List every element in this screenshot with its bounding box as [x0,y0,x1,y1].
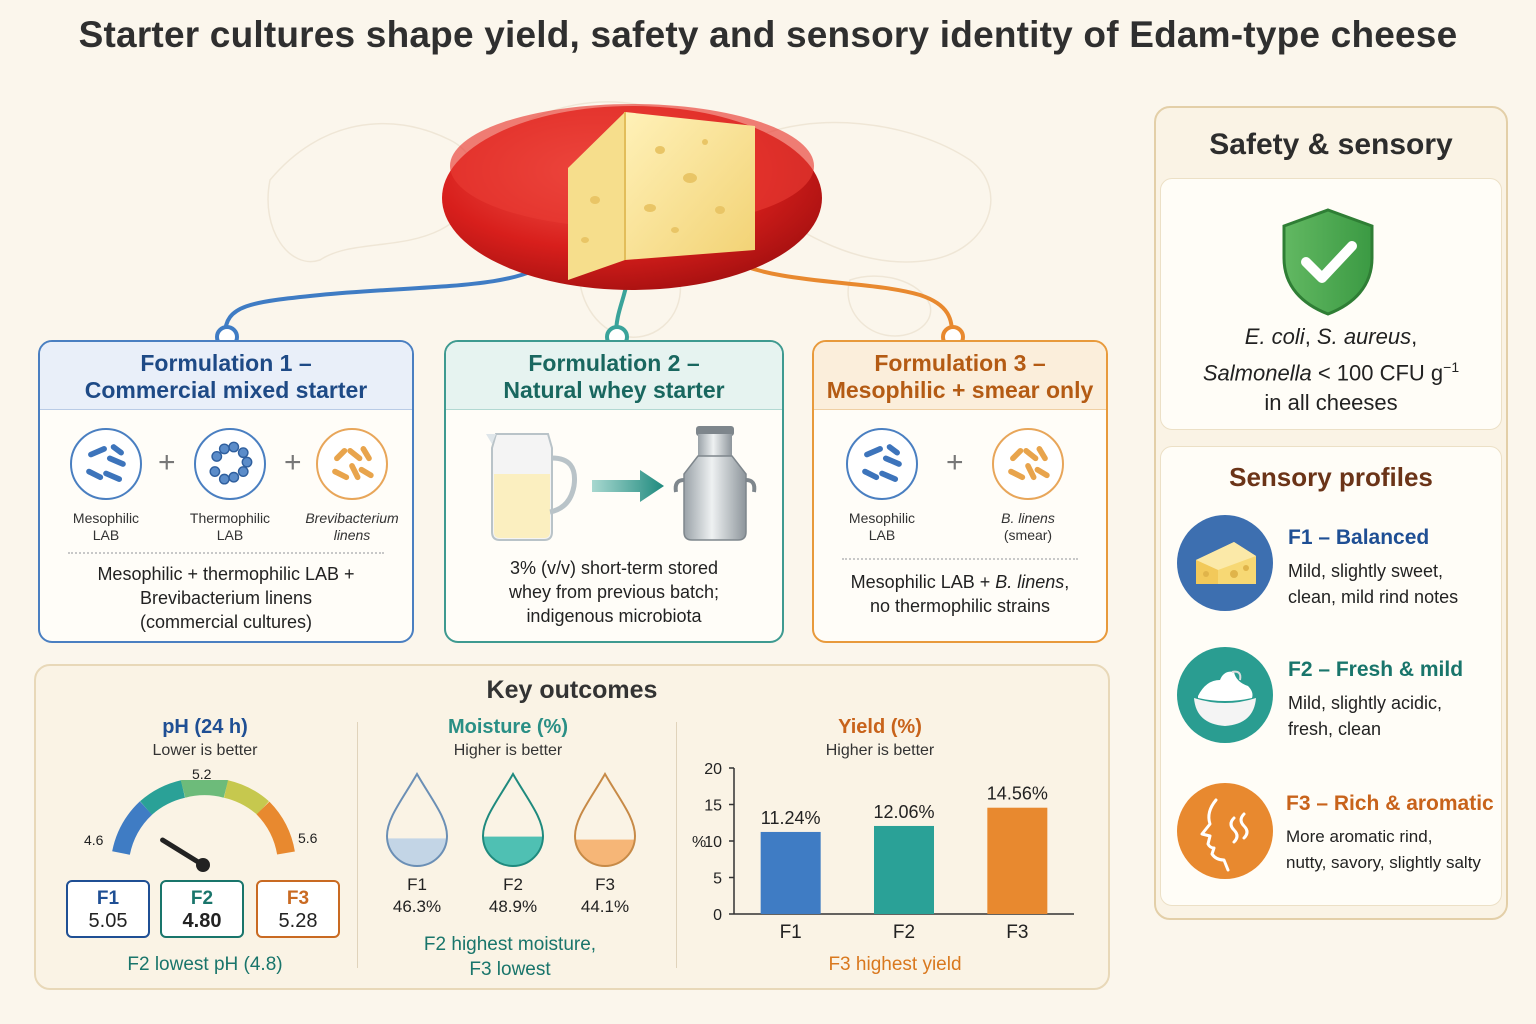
ph-gauge [112,780,295,872]
formulation-2-card: Formulation 2 – Natural whey starter 3% … [444,340,784,643]
moisture-drop-f3 [573,772,637,867]
orange-rods-icon [992,428,1064,500]
sensory-f1-description: Mild, slightly sweet, clean, mild rind n… [1288,561,1459,607]
milk-jug-icon [486,433,578,541]
y-tick-label: 20 [704,761,722,778]
cheese-illustration-with-connectors [223,104,954,336]
aroma-face-icon [1177,783,1273,879]
ph-title: pH (24 h) [162,716,248,738]
yield-note: F3 highest yield [828,954,962,975]
microbe-b-linens: B. linens (smear) [980,428,1076,544]
orange-rods-icon [316,428,388,500]
plus-sign: + [284,446,302,479]
bar-value-label: 14.56% [987,784,1048,804]
y-tick-label: 15 [704,798,722,815]
moisture-label-f2: F2 48.9% [488,875,538,916]
y-tick-label: 0 [713,907,722,924]
y-tick-label: 5 [713,871,722,888]
cheese-wedge-icon [1177,515,1273,611]
bar-value-label: 11.24% [761,808,821,828]
sensory-title: Sensory profiles [1229,462,1433,492]
gauge-max-label: 5.6 [298,830,318,846]
ph-value-f3: F3 5.28 [256,880,340,938]
rod-bacteria-icon [70,428,142,500]
moisture-title: Moisture (%) [448,716,568,738]
cream-bowl-icon [1177,647,1273,743]
sensory-f2-title: F2 – Fresh & mild [1288,658,1464,681]
formulation-1-card: Formulation 1 – Commercial mixed starter… [38,340,414,643]
safety-statement: E. coli, S. aureus, Salmonella < 100 CFU… [1202,324,1460,416]
safety-sensory-title: Safety & sensory [1209,128,1453,161]
moisture-drop-f1 [385,772,449,867]
y-tick-label: 10 [704,834,722,851]
sensory-f1-title: F1 – Balanced [1288,526,1430,549]
x-tick-label: F3 [1006,922,1028,943]
ph-note: F2 lowest pH (4.8) [127,954,283,975]
microbe-brevibacterium: Brevibacterium linens [296,428,408,544]
shield-check-icon [1282,208,1374,316]
ph-subtitle: Lower is better [152,742,258,759]
formulation-3-card: Formulation 3 – Mesophilic + smear only … [812,340,1108,643]
yield-bar-f2 [874,825,934,914]
gauge-mid-label: 5.2 [192,766,212,782]
bar-value-label: 12.06% [873,802,934,822]
ph-value-f2: F2 4.80 [160,880,244,938]
divider [68,552,384,554]
plus-sign: + [158,446,176,479]
formulation-2-description: 3% (v/v) short-term stored whey from pre… [508,558,720,626]
yield-bar-f3 [987,807,1048,914]
milk-can-icon [673,426,757,541]
divider [357,722,358,968]
plus-sign: + [946,446,964,479]
yield-title: Yield (%) [838,716,922,738]
yield-bar-f1 [760,831,821,914]
formulation-2-title: Formulation 2 – Natural whey starter [446,342,782,410]
key-outcomes-title: Key outcomes [486,676,658,704]
divider [842,558,1078,560]
sensory-f3-title: F3 – Rich & aromatic [1286,792,1494,815]
microbe-thermophilic-lab: Thermophilic LAB [182,428,278,544]
yield-subtitle: Higher is better [825,742,935,759]
divider [676,722,677,968]
x-tick-label: F2 [893,922,915,943]
formulation-1-title: Formulation 1 – Commercial mixed starter [40,342,412,410]
chain-cocci-icon [194,428,266,500]
moisture-label-f3: F3 44.1% [580,875,630,916]
y-axis-label: % [692,834,706,851]
moisture-note: F2 highest moisture, F3 lowest [423,934,597,980]
microbe-mesophilic-lab: Mesophilic LAB [834,428,930,544]
yield-bar-chart: 0 5 10 15 20% 11.24% F1 12.06% F2 14.56% F3 [692,761,1074,943]
ph-value-f1: F1 5.05 [66,880,150,938]
moisture-label-f1: F1 46.3% [392,875,442,916]
moisture-subtitle: Higher is better [453,742,563,759]
rod-bacteria-icon [846,428,918,500]
gauge-min-label: 4.6 [84,832,104,848]
sensory-f3-description: More aromatic rind, nutty, savory, sligh… [1286,827,1481,872]
formulation-1-description: Mesophilic + thermophilic LAB + Brevibac… [97,564,355,632]
formulation-3-title: Formulation 3 – Mesophilic + smear only [814,342,1106,410]
microbe-mesophilic-lab: Mesophilic LAB [58,428,154,544]
gauge-needle [160,837,206,868]
arrow-right-icon [592,470,664,502]
formulation-3-description: Mesophilic LAB + B. linens, no thermophi… [850,572,1070,616]
page-title: Starter cultures shape yield, safety and… [78,14,1458,55]
sensory-f2-description: Mild, slightly acidic, fresh, clean [1288,693,1443,739]
x-tick-label: F1 [780,922,802,943]
moisture-drop-f2 [481,772,545,867]
